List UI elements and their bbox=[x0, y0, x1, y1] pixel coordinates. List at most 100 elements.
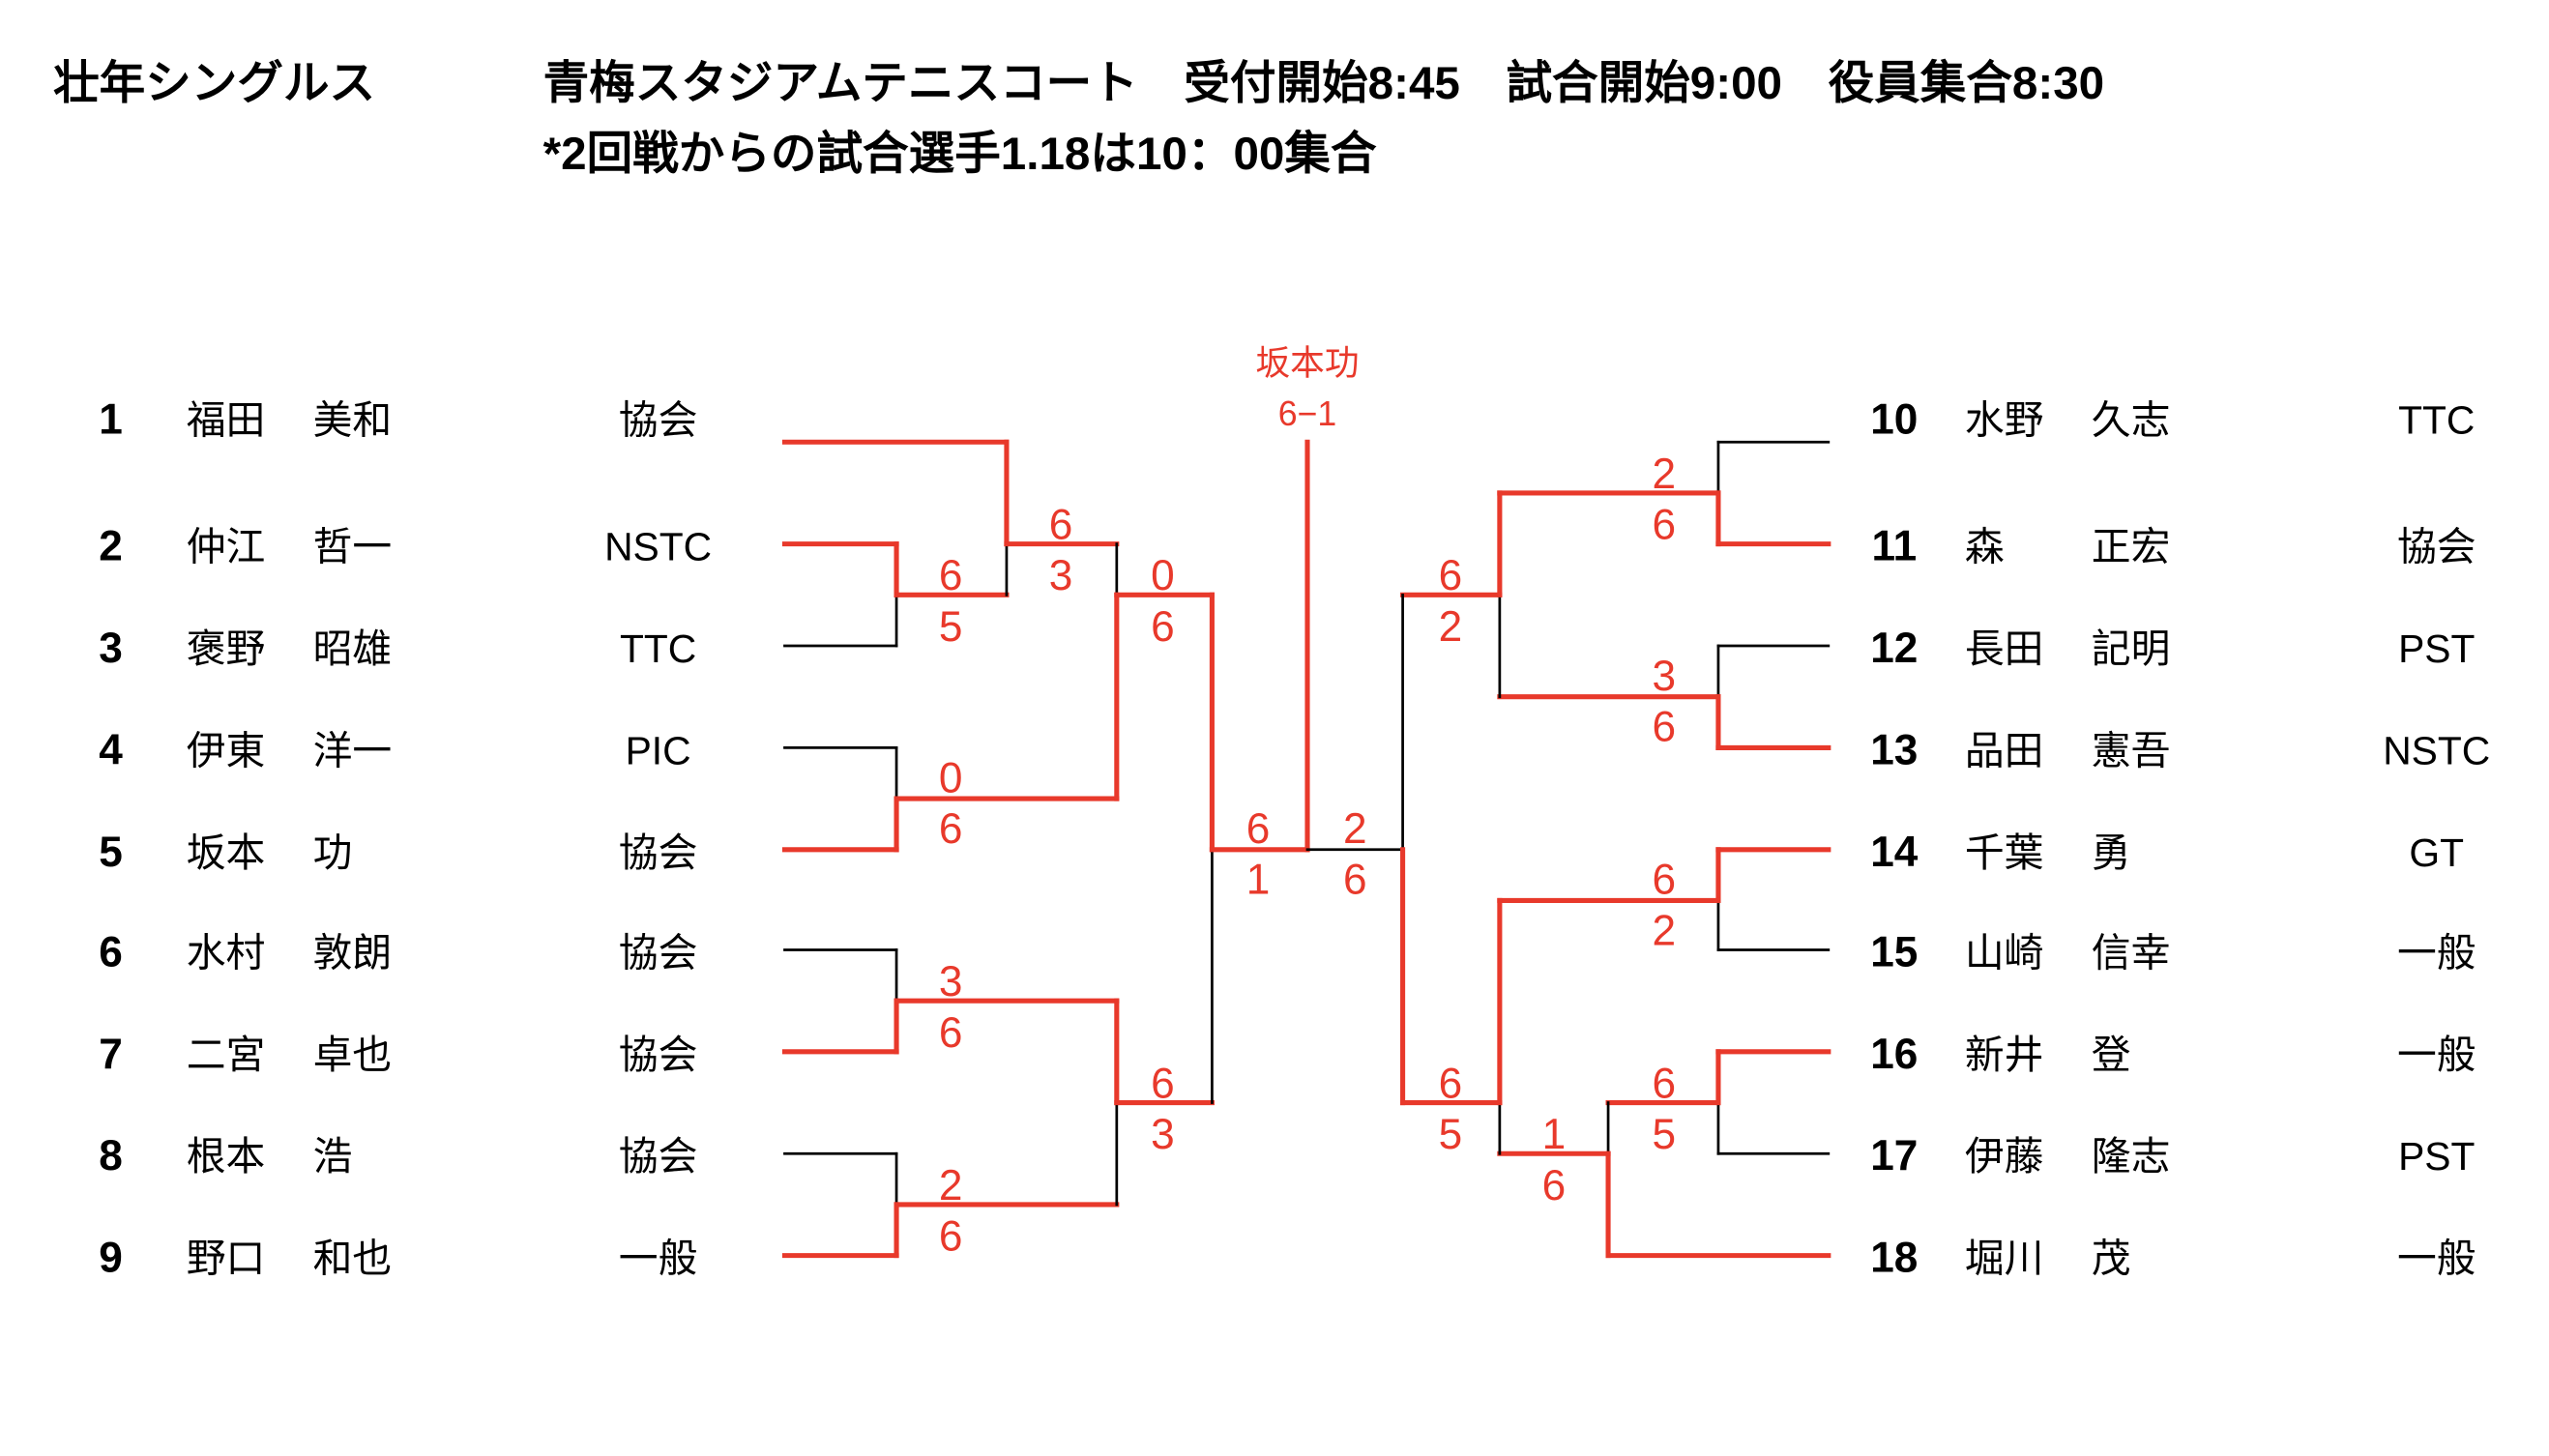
match-score: 63 bbox=[1049, 502, 1073, 600]
player-seed-number: 8 bbox=[99, 1132, 123, 1179]
score-bottom: 6 bbox=[1151, 603, 1175, 651]
score-top: 0 bbox=[939, 754, 963, 801]
player-given-name: 登 bbox=[2092, 1033, 2131, 1077]
player-club: TTC bbox=[2398, 398, 2475, 443]
score-bottom: 3 bbox=[1049, 552, 1073, 599]
player-seed-number: 16 bbox=[1870, 1031, 1918, 1078]
player-seed-number: 5 bbox=[99, 829, 123, 876]
match-score: 62 bbox=[1439, 552, 1463, 651]
player-family-name: 品田 bbox=[1965, 728, 2044, 772]
player-given-name: 憲吾 bbox=[2092, 728, 2171, 772]
player-given-name: 哲一 bbox=[313, 525, 393, 569]
match-score: 65 bbox=[1439, 1060, 1463, 1158]
player-seed-number: 15 bbox=[1870, 928, 1918, 976]
score-top: 2 bbox=[1343, 805, 1367, 853]
score-bottom: 5 bbox=[1653, 1111, 1677, 1158]
player-given-name: 茂 bbox=[2092, 1237, 2131, 1281]
player-family-name: 長田 bbox=[1965, 626, 2044, 671]
match-score: 36 bbox=[1653, 653, 1677, 751]
player-seed-number: 14 bbox=[1870, 829, 1919, 876]
player-family-name: 伊東 bbox=[187, 728, 266, 772]
player-club: NSTC bbox=[2383, 728, 2490, 772]
score-top: 2 bbox=[1653, 451, 1677, 498]
player-club: 一般 bbox=[619, 1237, 698, 1281]
player-given-name: 和也 bbox=[313, 1237, 393, 1281]
player-club: 一般 bbox=[2397, 930, 2476, 975]
player-given-name: 正宏 bbox=[2092, 525, 2171, 569]
player-family-name: 根本 bbox=[187, 1134, 266, 1179]
score-top: 6 bbox=[1246, 805, 1271, 853]
player-family-name: 新井 bbox=[1965, 1033, 2044, 1077]
player-seed-number: 9 bbox=[99, 1235, 123, 1282]
player-family-name: 野口 bbox=[187, 1237, 266, 1281]
player-row-right: 16 新井 登 一般 bbox=[1870, 1031, 2476, 1078]
score-bottom: 6 bbox=[939, 1009, 963, 1057]
player-family-name: 二宮 bbox=[187, 1033, 266, 1077]
score-top: 6 bbox=[1439, 1060, 1463, 1107]
player-family-name: 褒野 bbox=[187, 626, 266, 671]
player-row-left: 9 野口 和也 一般 bbox=[99, 1235, 697, 1282]
score-top: 6 bbox=[1049, 502, 1073, 549]
player-club: PST bbox=[2398, 626, 2475, 671]
player-club: TTC bbox=[620, 626, 696, 671]
score-top: 2 bbox=[939, 1162, 963, 1209]
player-given-name: 隆志 bbox=[2092, 1134, 2171, 1179]
player-club: 協会 bbox=[2397, 525, 2476, 569]
player-family-name: 坂本 bbox=[187, 830, 266, 875]
match-score: 26 bbox=[939, 1162, 963, 1261]
match-score: 36 bbox=[939, 958, 963, 1057]
score-top: 0 bbox=[1151, 552, 1175, 599]
player-family-name: 水村 bbox=[187, 930, 266, 975]
player-given-name: 洋一 bbox=[313, 728, 393, 772]
champion-final-score: 6−1 bbox=[1278, 394, 1337, 433]
score-top: 3 bbox=[1653, 653, 1677, 700]
score-bottom: 5 bbox=[939, 603, 963, 651]
score-top: 6 bbox=[1151, 1060, 1175, 1107]
player-seed-number: 12 bbox=[1870, 625, 1918, 672]
score-bottom: 2 bbox=[1653, 907, 1677, 954]
player-given-name: 浩 bbox=[313, 1134, 353, 1179]
score-top: 6 bbox=[1653, 1060, 1677, 1107]
match-score: 26 bbox=[1343, 805, 1367, 904]
player-given-name: 信幸 bbox=[2092, 930, 2171, 975]
score-bottom: 6 bbox=[1653, 704, 1677, 751]
score-bottom: 6 bbox=[1542, 1162, 1567, 1209]
player-given-name: 久志 bbox=[2092, 398, 2171, 443]
player-seed-number: 4 bbox=[99, 726, 123, 773]
score-bottom: 3 bbox=[1151, 1111, 1175, 1158]
match-score: 16 bbox=[1542, 1111, 1567, 1209]
player-family-name: 水野 bbox=[1965, 398, 2044, 443]
player-given-name: 敦朗 bbox=[313, 930, 393, 975]
player-club: 協会 bbox=[619, 930, 698, 975]
bracket-lines bbox=[781, 439, 1831, 1259]
player-club: 協会 bbox=[619, 398, 698, 443]
score-bottom: 5 bbox=[1439, 1111, 1463, 1158]
venue-schedule-info: 青梅スタジアムテニスコート 受付開始8:45 試合開始9:00 役員集合8:30 bbox=[543, 58, 2105, 109]
score-top: 1 bbox=[1542, 1111, 1567, 1158]
player-club: 一般 bbox=[2397, 1033, 2476, 1077]
score-bottom: 1 bbox=[1246, 857, 1271, 904]
player-seed-number: 18 bbox=[1870, 1235, 1918, 1282]
player-family-name: 伊藤 bbox=[1965, 1134, 2044, 1179]
player-seed-number: 7 bbox=[99, 1031, 123, 1078]
match-score: 06 bbox=[939, 754, 963, 853]
player-given-name: 美和 bbox=[313, 398, 393, 443]
player-club: 一般 bbox=[2397, 1237, 2476, 1281]
player-given-name: 昭雄 bbox=[313, 626, 393, 671]
player-club: NSTC bbox=[604, 525, 712, 569]
score-top: 6 bbox=[1439, 552, 1463, 599]
player-club: PIC bbox=[626, 728, 691, 772]
event-title: 壮年シングルス bbox=[53, 58, 375, 109]
player-seed-number: 1 bbox=[99, 396, 123, 444]
match-score: 65 bbox=[1653, 1060, 1677, 1158]
player-club: 協会 bbox=[619, 1033, 698, 1077]
